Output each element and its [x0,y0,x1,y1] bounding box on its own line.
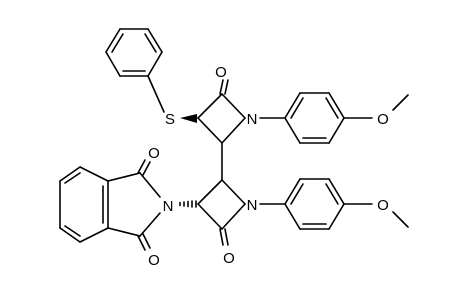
top-beta-lactam-ring [197,79,246,144]
bottom-beta-lactam-ring [197,179,246,246]
bottom-methoxyphenyl-ring [284,178,409,230]
top-methoxyphenyl-ring [284,92,409,144]
atom-o-phthal-upper: O [148,145,160,162]
atom-o-top-methoxy: O [377,111,389,128]
atom-s-thioether: S [165,111,175,128]
atom-n-phthalimide: N [163,198,174,215]
phthalimide-hash-bond [179,200,197,208]
bonds [59,28,409,251]
atom-n-bottom-lactam: N [247,197,258,214]
phthalimide-group [59,159,161,251]
atom-o-top-carbonyl: O [215,64,227,81]
phenyl-sulfur-bond [147,75,165,113]
atom-o-phthal-lower: O [148,252,160,269]
atom-o-bottom-carbonyl: O [223,250,235,267]
atom-n-top-lactam: N [247,111,258,128]
phenyl-ring [105,28,163,77]
atom-o-bottom-methoxy: O [377,197,389,214]
atom-labels: O S N O O N N O O O [148,64,389,269]
sulfur-wedge-bond [180,114,197,123]
